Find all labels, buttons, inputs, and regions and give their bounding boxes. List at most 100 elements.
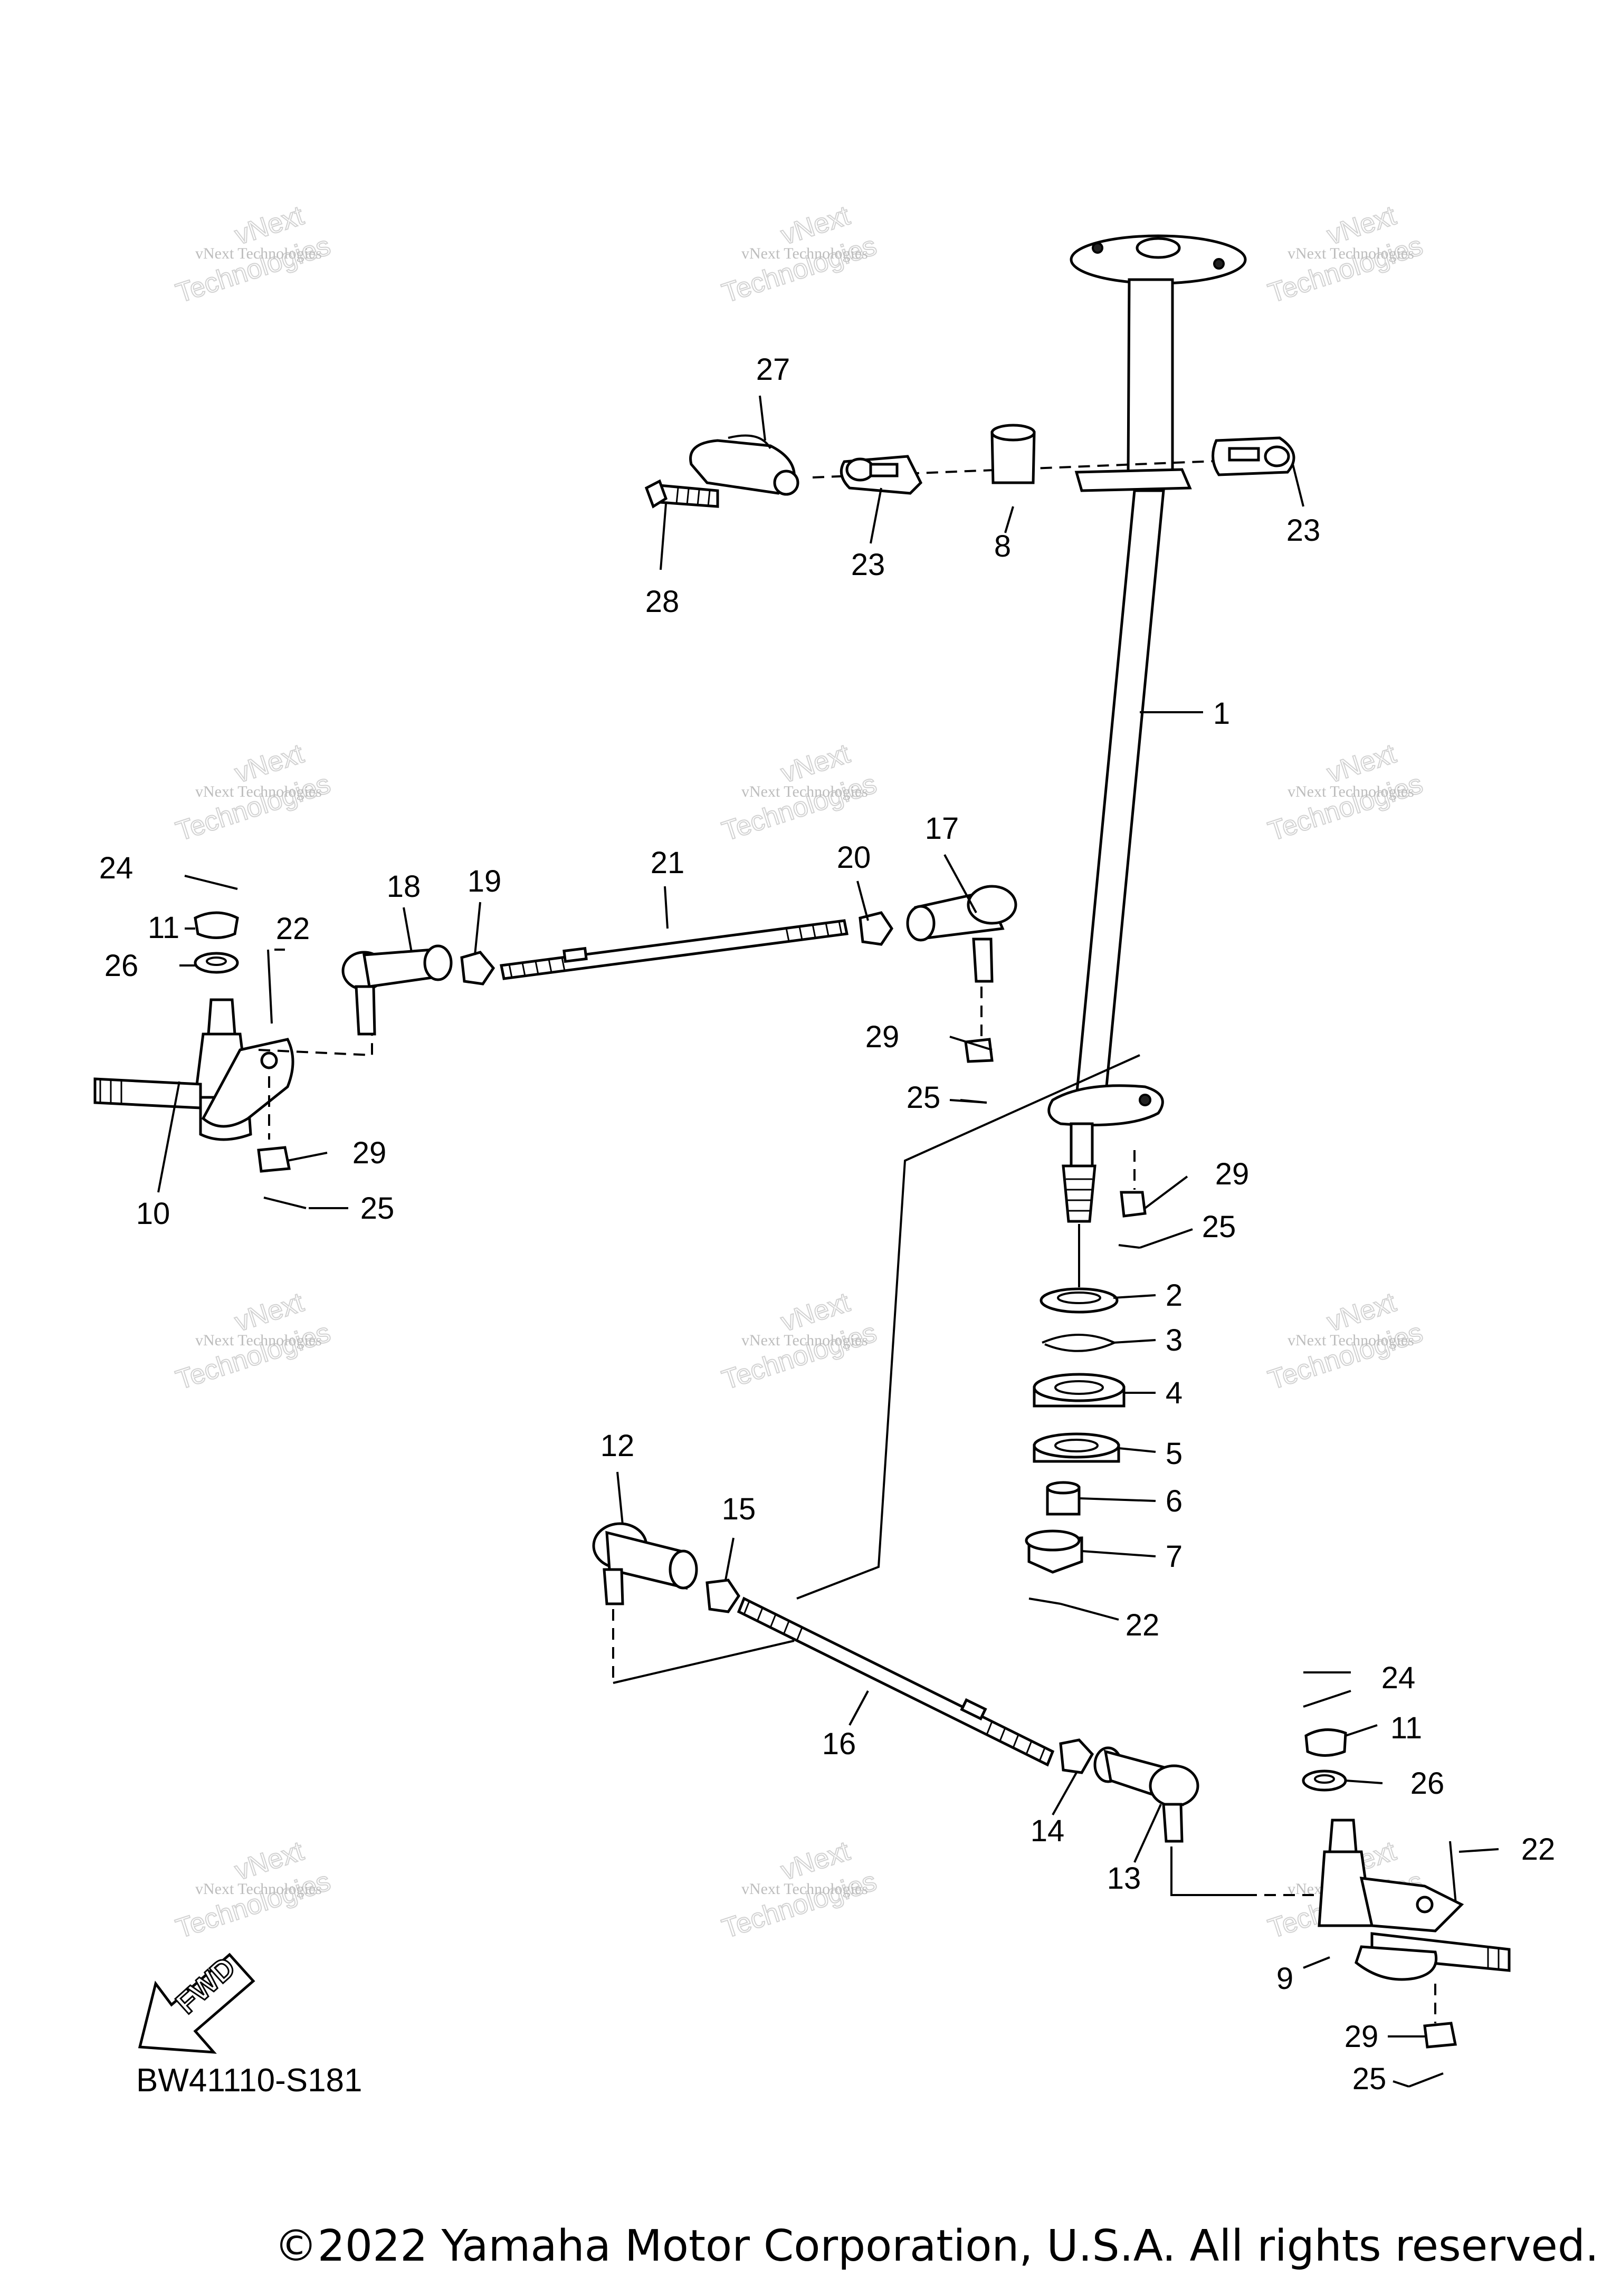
leader-line (1052, 1772, 1078, 1815)
diagram-code: BW41110-S181 (136, 2062, 363, 2099)
leader-line (660, 503, 667, 570)
watermark-text: vNext Technologies (195, 1880, 322, 1898)
knuckle-9-base (1355, 1945, 1438, 1981)
callout-7: 7 (1166, 1539, 1183, 1574)
castle-nut-11 (194, 911, 239, 939)
oil-seal-5-top (1033, 1432, 1120, 1459)
callout-10: 10 (136, 1197, 170, 1231)
callout-24-right: 24 (1381, 1661, 1416, 1695)
tie-rod-end-17-stud (972, 937, 994, 983)
callout-19: 19 (468, 864, 502, 898)
washer-26-hole (1314, 1774, 1335, 1784)
leader-line (1113, 1339, 1156, 1344)
joint-23-right-eye (1264, 445, 1290, 467)
callout-22-center: 22 (1126, 1608, 1160, 1642)
thread-lines (675, 487, 711, 507)
steering-column (1047, 234, 1247, 1223)
leader-line (1345, 1780, 1383, 1784)
callout-26-right: 26 (1410, 1766, 1445, 1801)
callout-1: 1 (1213, 696, 1230, 731)
bushing-8-top (990, 424, 1036, 442)
knuckle-9-stud (1328, 1819, 1358, 1853)
callout-23-left: 23 (851, 548, 885, 582)
column-shaft (1075, 489, 1165, 1099)
fwd-arrow-icon: FWD (138, 1949, 255, 2054)
callout-28: 28 (645, 585, 680, 619)
callout-25-left: 25 (360, 1191, 395, 1226)
leader-line (1113, 1294, 1156, 1299)
leader-line (1079, 1497, 1156, 1502)
tie-rod-16 (737, 1596, 1055, 1767)
nut-7-top (1025, 1529, 1081, 1552)
joint-23-left-slot (869, 463, 899, 477)
callout-29-right: 29 (1345, 2020, 1379, 2054)
leader-line (664, 886, 669, 929)
leader-line (157, 1081, 180, 1193)
leader-line (943, 854, 977, 913)
joint-23-right-slot (1228, 447, 1260, 462)
leader-line (287, 1152, 328, 1162)
nut-20 (859, 911, 894, 946)
washer-26 (194, 952, 239, 974)
callout-25-center: 25 (1202, 1210, 1236, 1244)
leader-line (1081, 1550, 1156, 1557)
callout-23-right: 23 (1286, 513, 1321, 548)
assembly-line (796, 1054, 1140, 1600)
leader-line (870, 487, 882, 544)
leader-line (1292, 464, 1304, 507)
nut-15 (705, 1578, 741, 1613)
callout-15: 15 (722, 1492, 756, 1526)
leader-line (1345, 1724, 1378, 1737)
tie-rod-end-12-stud (603, 1568, 624, 1605)
assembly-line (1170, 1847, 1245, 1896)
watermark: Technologies vNext vNext Technologies (1264, 738, 1427, 847)
watermark: Technologies vNext vNext Technologies (172, 738, 335, 847)
watermark: Technologies vNext vNext Technologies (172, 199, 335, 309)
callout-21: 21 (651, 846, 685, 880)
cotter-pin-22 (267, 949, 273, 1024)
castle-nut-29 (257, 1146, 291, 1173)
cotter-pin-22 (1449, 1841, 1457, 1910)
callout-11-left: 11 (148, 911, 179, 945)
callout-3: 3 (1166, 1323, 1183, 1357)
callout-24-left: 24 (99, 851, 134, 885)
leader-line (759, 395, 766, 441)
cotter-pin-24 (184, 875, 238, 890)
column-middle-flange (1074, 468, 1192, 492)
assembly-line (613, 1640, 795, 1684)
watermark: Technologies vNext vNext Technologies (718, 199, 881, 309)
leader-line (1060, 1603, 1119, 1621)
leader-line (1118, 1447, 1156, 1453)
fwd-arrow-shape (138, 1953, 255, 2054)
watermark: Technologies vNext vNext Technologies (1264, 199, 1427, 309)
knuckle-9-arm-hole (1416, 1896, 1434, 1914)
leader-line (949, 1036, 993, 1051)
tie-rod-end-13-ball (1149, 1764, 1199, 1807)
leader-line (724, 1537, 735, 1581)
tie-rod-end-12-socket (669, 1549, 698, 1590)
right-knuckle-assembly (1302, 1690, 1511, 2088)
cotter-pin-25 (1408, 2072, 1444, 2088)
column-spindle (1070, 1122, 1094, 1168)
callout-26-left: 26 (104, 949, 139, 983)
callout-18: 18 (387, 869, 421, 904)
callout-13: 13 (1107, 1861, 1141, 1896)
washer-2-hole (1057, 1292, 1101, 1304)
collar-6-top (1046, 1481, 1081, 1495)
callout-5: 5 (1166, 1437, 1183, 1471)
washer-26 (1302, 1769, 1347, 1792)
callout-25-right: 25 (1352, 2062, 1387, 2096)
callout-12: 12 (600, 1429, 635, 1463)
circlip-3 (1042, 1334, 1117, 1352)
callout-25-upper: 25 (907, 1080, 941, 1115)
column-lower-stack (1025, 1150, 1147, 1605)
watermark-text: vNext Technologies (195, 1332, 322, 1349)
callout-16: 16 (822, 1727, 856, 1761)
thread-lines (743, 1601, 1046, 1762)
tie-rod-21 (500, 919, 848, 980)
watermark-text: vNext Technologies (195, 245, 322, 262)
callout-17: 17 (925, 811, 959, 846)
flange-hole (1139, 1094, 1151, 1106)
leader-line (1133, 1804, 1162, 1863)
left-knuckle-assembly (93, 875, 373, 1209)
